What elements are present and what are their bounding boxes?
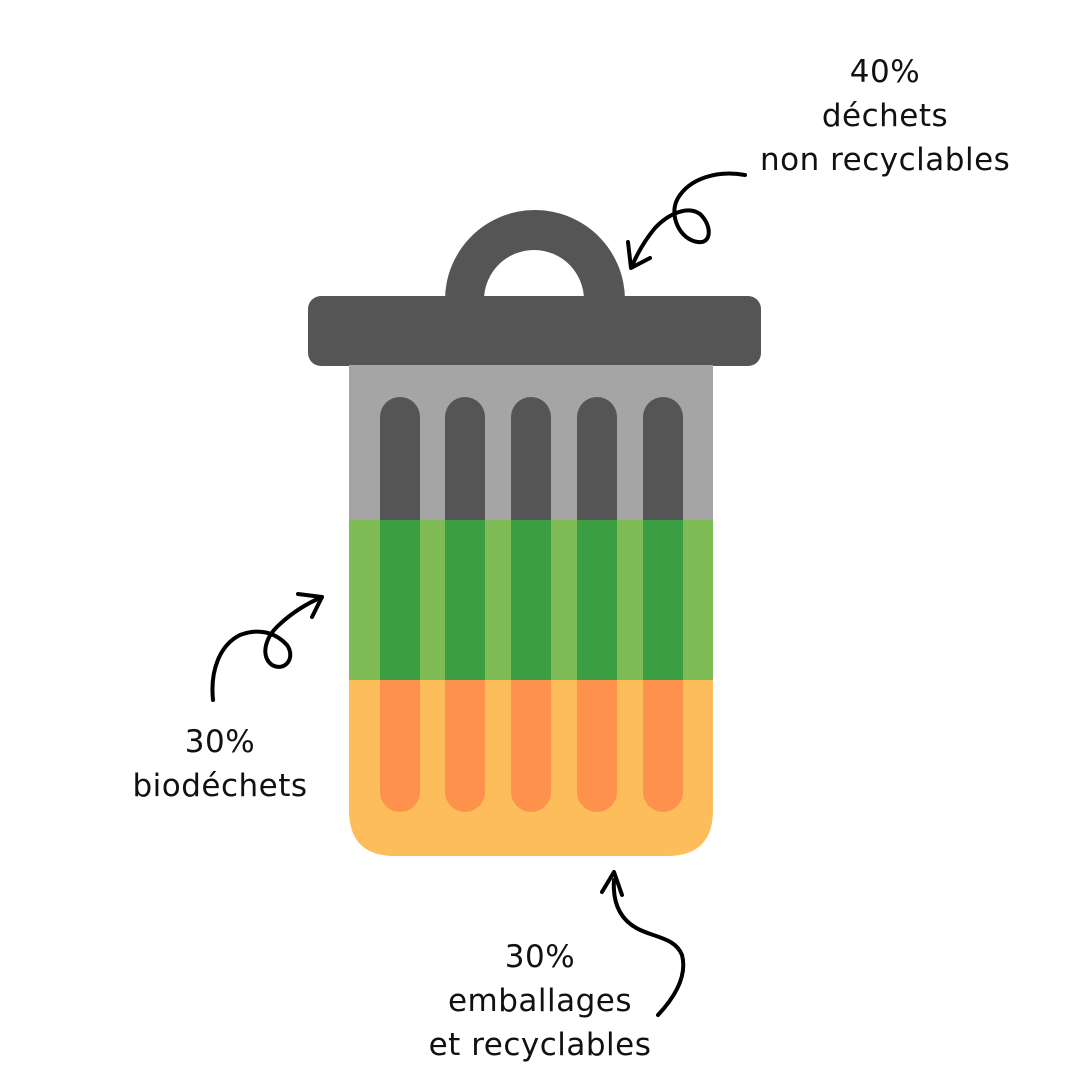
stripe-5 [643,397,683,812]
label-non-recyclables: 40% déchets non recyclables [760,50,1010,182]
stripe-2 [445,397,485,812]
label-emballages: 30% emballages et recyclables [420,935,660,1067]
bin-stripes [380,397,683,812]
label-text: et recyclables [428,1027,652,1063]
label-percent: 40% [849,54,921,90]
arrow-bottom-icon [600,870,686,1017]
lid-handle [445,210,625,300]
arrow-top-icon [626,171,747,270]
arrow-left-icon [210,592,324,702]
label-percent: 30% [504,939,576,975]
stripe-1 [380,397,420,812]
label-text: emballages [447,983,633,1019]
label-percent: 30% [184,724,256,760]
stripe-4 [577,397,617,812]
label-text: déchets [821,98,949,134]
label-biodechets: 30% biodéchets [120,720,320,808]
label-text: non recyclables [760,142,1011,178]
stripe-3 [511,397,551,812]
lid [308,296,761,366]
label-text: biodéchets [132,768,308,804]
